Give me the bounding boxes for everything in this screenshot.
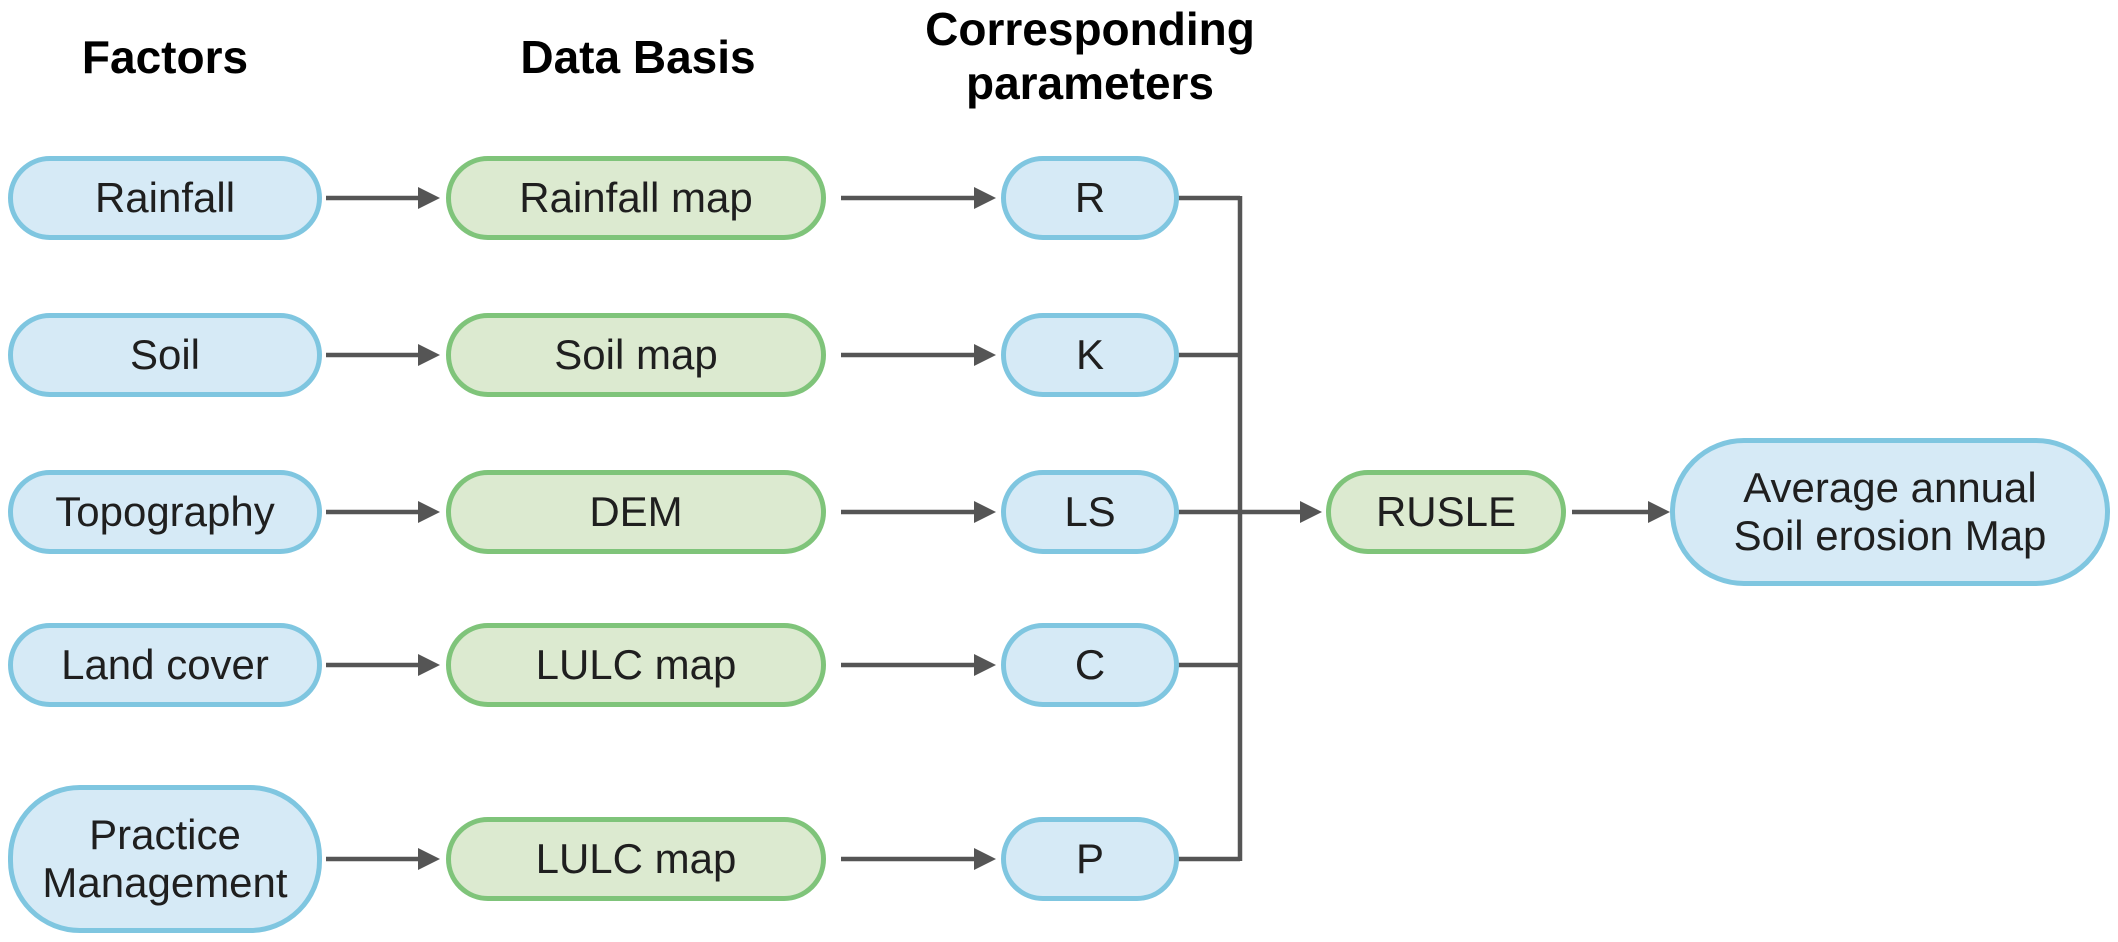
arrowhead-3a (418, 501, 440, 523)
param-k: K (1001, 313, 1179, 397)
header-factors: Factors (81, 31, 249, 83)
arrowhead-2a (418, 344, 440, 366)
param-c: C (1001, 623, 1179, 707)
header-parameters-line2: parameters (965, 57, 1215, 109)
data-rainfall-map: Rainfall map (446, 156, 826, 240)
arrowhead-rusle (1300, 501, 1322, 523)
data-soil-map: Soil map (446, 313, 826, 397)
factor-rainfall: Rainfall (8, 156, 322, 240)
arrowhead-5a (418, 848, 440, 870)
factor-practice-management: Practice Management (8, 785, 322, 933)
arrowhead-4a (418, 654, 440, 676)
arrowhead-output (1648, 501, 1670, 523)
data-lulc-map-2: LULC map (446, 817, 826, 901)
output-soil-erosion-map: Average annual Soil erosion Map (1670, 438, 2110, 586)
arrowhead-3b (974, 501, 996, 523)
factor-soil: Soil (8, 313, 322, 397)
arrowhead-2b (974, 344, 996, 366)
data-dem: DEM (446, 470, 826, 554)
param-ls: LS (1001, 470, 1179, 554)
data-lulc-map-1: LULC map (446, 623, 826, 707)
arrowhead-4b (974, 654, 996, 676)
header-data-basis: Data Basis (520, 31, 756, 83)
factor-land-cover: Land cover (8, 623, 322, 707)
model-rusle: RUSLE (1326, 470, 1566, 554)
arrowhead-1b (974, 187, 996, 209)
arrowhead-1a (418, 187, 440, 209)
factor-practice-line1: Practice (89, 811, 241, 858)
param-r: R (1001, 156, 1179, 240)
arrowhead-5b (974, 848, 996, 870)
header-parameters-line1: Corresponding (925, 3, 1255, 55)
param-p: P (1001, 817, 1179, 901)
factor-topography: Topography (8, 470, 322, 554)
output-line2: Soil erosion Map (1733, 512, 2047, 559)
factor-practice-line2: Management (42, 859, 288, 906)
header-corresponding-parameters: Corresponding parameters (850, 2, 1330, 110)
output-line1: Average annual (1743, 464, 2037, 511)
